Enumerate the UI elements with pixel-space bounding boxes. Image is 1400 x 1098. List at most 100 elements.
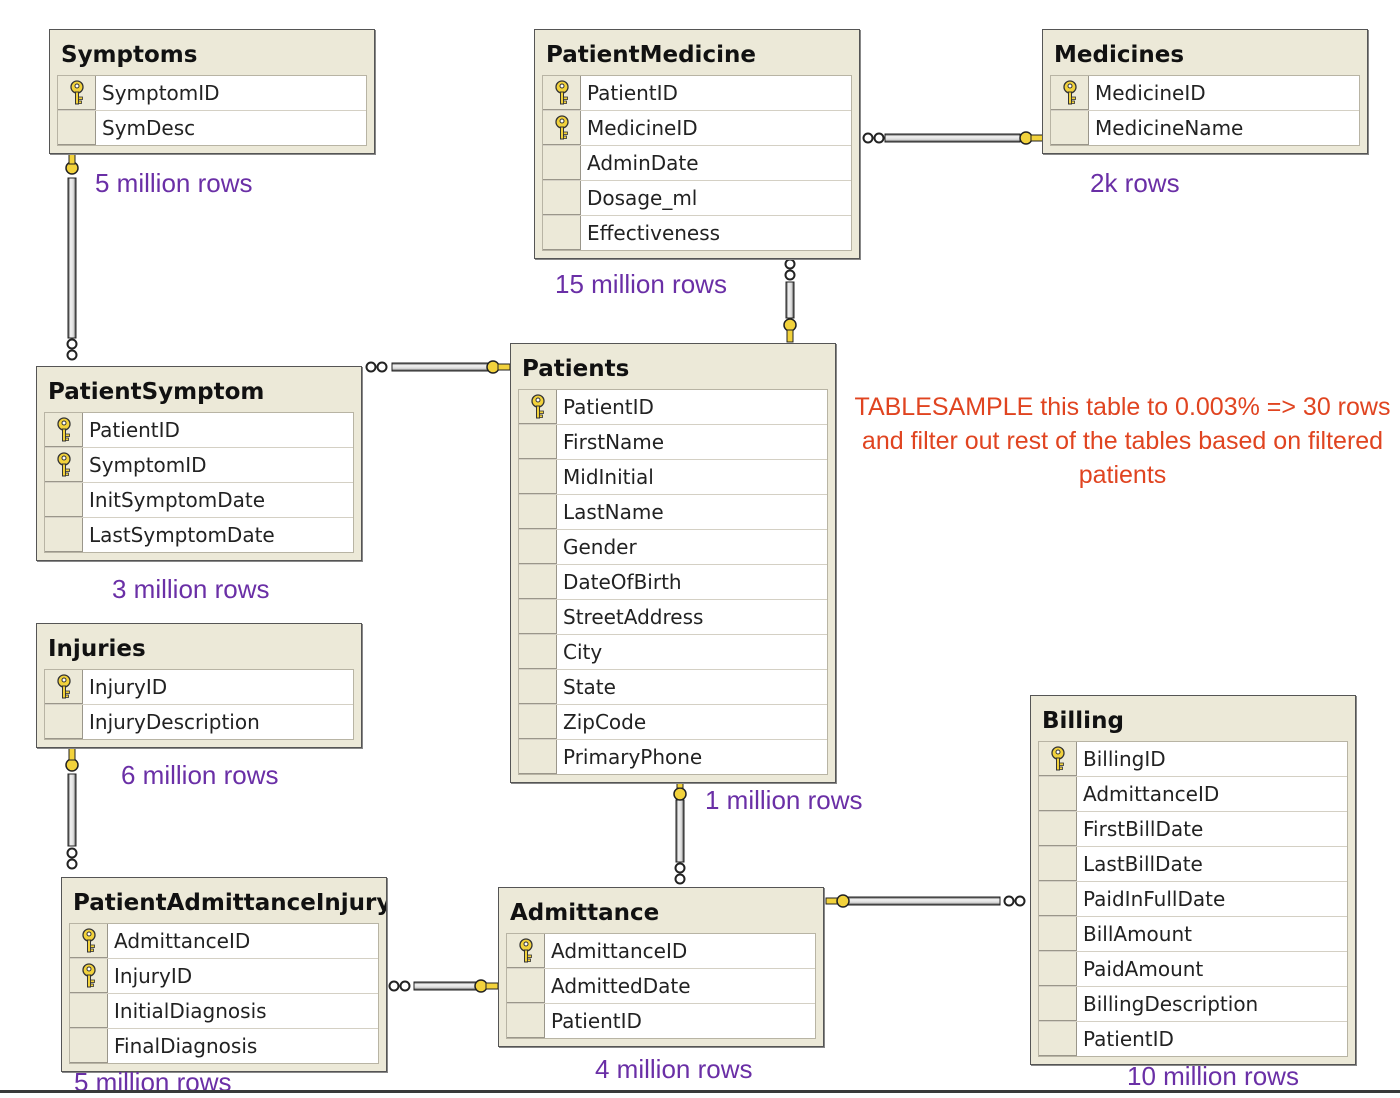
- column-row[interactable]: AdmittanceID: [507, 934, 815, 969]
- column-row[interactable]: MedicineID: [543, 111, 851, 146]
- column-row[interactable]: Effectiveness: [543, 216, 851, 250]
- column-row[interactable]: City: [519, 635, 827, 670]
- column-row[interactable]: FirstBillDate: [1039, 812, 1347, 847]
- column-row[interactable]: LastBillDate: [1039, 847, 1347, 882]
- row-selector-cell: [1039, 812, 1077, 846]
- column-row[interactable]: InitSymptomDate: [45, 483, 353, 518]
- column-row[interactable]: BillAmount: [1039, 917, 1347, 952]
- infinity-end-symbol: [66, 847, 78, 859]
- column-row[interactable]: AdminDate: [543, 146, 851, 181]
- column-row[interactable]: FinalDiagnosis: [70, 1029, 378, 1063]
- tablesample-annotation: TABLESAMPLE this table to 0.003% => 30 r…: [854, 393, 1391, 489]
- key-end-symbol: [1019, 131, 1033, 145]
- column-list: SymptomID SymDesc: [57, 75, 367, 146]
- column-row[interactable]: PaidInFullDate: [1039, 882, 1347, 917]
- row-selector-cell: [1039, 1022, 1077, 1056]
- column-row[interactable]: LastName: [519, 495, 827, 530]
- column-row[interactable]: AdmittanceID: [70, 924, 378, 959]
- row-count-symptoms: 5 million rows: [95, 168, 253, 198]
- column-row[interactable]: InjuryID: [45, 670, 353, 705]
- key-end-symbol: [836, 894, 850, 908]
- column-row[interactable]: SymptomID: [58, 76, 366, 111]
- table-title: Billing: [1042, 708, 1124, 734]
- column-row[interactable]: SymDesc: [58, 111, 366, 145]
- column-name: MedicineName: [1095, 116, 1244, 140]
- column-name: PatientID: [551, 1009, 642, 1033]
- table-title: PatientMedicine: [546, 42, 756, 68]
- infinity-end-symbol: [388, 980, 400, 992]
- column-row[interactable]: BillingID: [1039, 742, 1347, 777]
- column-name: State: [563, 675, 616, 699]
- primary-key-icon: [58, 76, 96, 110]
- primary-key-icon: [1051, 76, 1089, 110]
- column-name: AdmittanceID: [1083, 782, 1220, 806]
- column-row[interactable]: Gender: [519, 530, 827, 565]
- column-row[interactable]: State: [519, 670, 827, 705]
- primary-key-icon: [70, 959, 108, 993]
- column-row[interactable]: InitialDiagnosis: [70, 994, 378, 1029]
- column-row[interactable]: MedicineName: [1051, 111, 1359, 145]
- column-row[interactable]: MidInitial: [519, 460, 827, 495]
- column-row[interactable]: PatientID: [45, 413, 353, 448]
- column-row[interactable]: PatientID: [1039, 1022, 1347, 1056]
- column-name: PatientID: [563, 395, 654, 419]
- row-count-injuries: 6 million rows: [121, 760, 279, 790]
- column-row[interactable]: AdmittedDate: [507, 969, 815, 1004]
- column-row[interactable]: FirstName: [519, 425, 827, 460]
- column-row[interactable]: StreetAddress: [519, 600, 827, 635]
- key-end-symbol: [673, 787, 687, 801]
- column-name: BillingDescription: [1083, 992, 1259, 1016]
- column-row[interactable]: SymptomID: [45, 448, 353, 483]
- column-row[interactable]: BillingDescription: [1039, 987, 1347, 1022]
- table-title: Injuries: [48, 636, 146, 662]
- row-selector-cell: [519, 460, 557, 494]
- primary-key-icon: [543, 76, 581, 110]
- row-selector-cell: [1039, 882, 1077, 916]
- column-row[interactable]: Dosage_ml: [543, 181, 851, 216]
- column-row[interactable]: ZipCode: [519, 705, 827, 740]
- column-name: Gender: [563, 535, 637, 559]
- column-name: InitSymptomDate: [89, 488, 266, 512]
- row-selector-cell: [519, 565, 557, 599]
- key-end-symbol: [474, 979, 488, 993]
- infinity-end-symbol: [365, 361, 377, 373]
- row-count-patient-symptom: 3 million rows: [112, 574, 270, 604]
- column-name: InitialDiagnosis: [114, 999, 267, 1023]
- column-row[interactable]: PatientID: [519, 390, 827, 425]
- column-row[interactable]: InjuryID: [70, 959, 378, 994]
- column-row[interactable]: LastSymptomDate: [45, 518, 353, 552]
- table-title: Symptoms: [61, 42, 198, 68]
- column-name: AdmittedDate: [551, 974, 691, 998]
- table-title: Admittance: [510, 900, 660, 926]
- infinity-end-symbol: [784, 258, 796, 270]
- column-row[interactable]: DateOfBirth: [519, 565, 827, 600]
- row-selector-cell: [45, 705, 83, 739]
- column-row[interactable]: PrimaryPhone: [519, 740, 827, 774]
- column-row[interactable]: PaidAmount: [1039, 952, 1347, 987]
- column-row[interactable]: AdmittanceID: [1039, 777, 1347, 812]
- row-selector-cell: [519, 600, 557, 634]
- column-name: StreetAddress: [563, 605, 704, 629]
- relationship-patientadmittanceinjury-admittance: [388, 979, 499, 993]
- column-name: MedicineID: [587, 116, 698, 140]
- column-row[interactable]: MedicineID: [1051, 76, 1359, 111]
- column-row[interactable]: InjuryDescription: [45, 705, 353, 739]
- column-row[interactable]: PatientID: [543, 76, 851, 111]
- row-selector-cell: [1039, 987, 1077, 1021]
- row-selector-cell: [543, 216, 581, 250]
- column-name: BillAmount: [1083, 922, 1192, 946]
- column-name: SymptomID: [102, 81, 220, 105]
- column-row[interactable]: PatientID: [507, 1004, 815, 1038]
- column-name: FirstName: [563, 430, 665, 454]
- row-selector-cell: [1051, 111, 1089, 145]
